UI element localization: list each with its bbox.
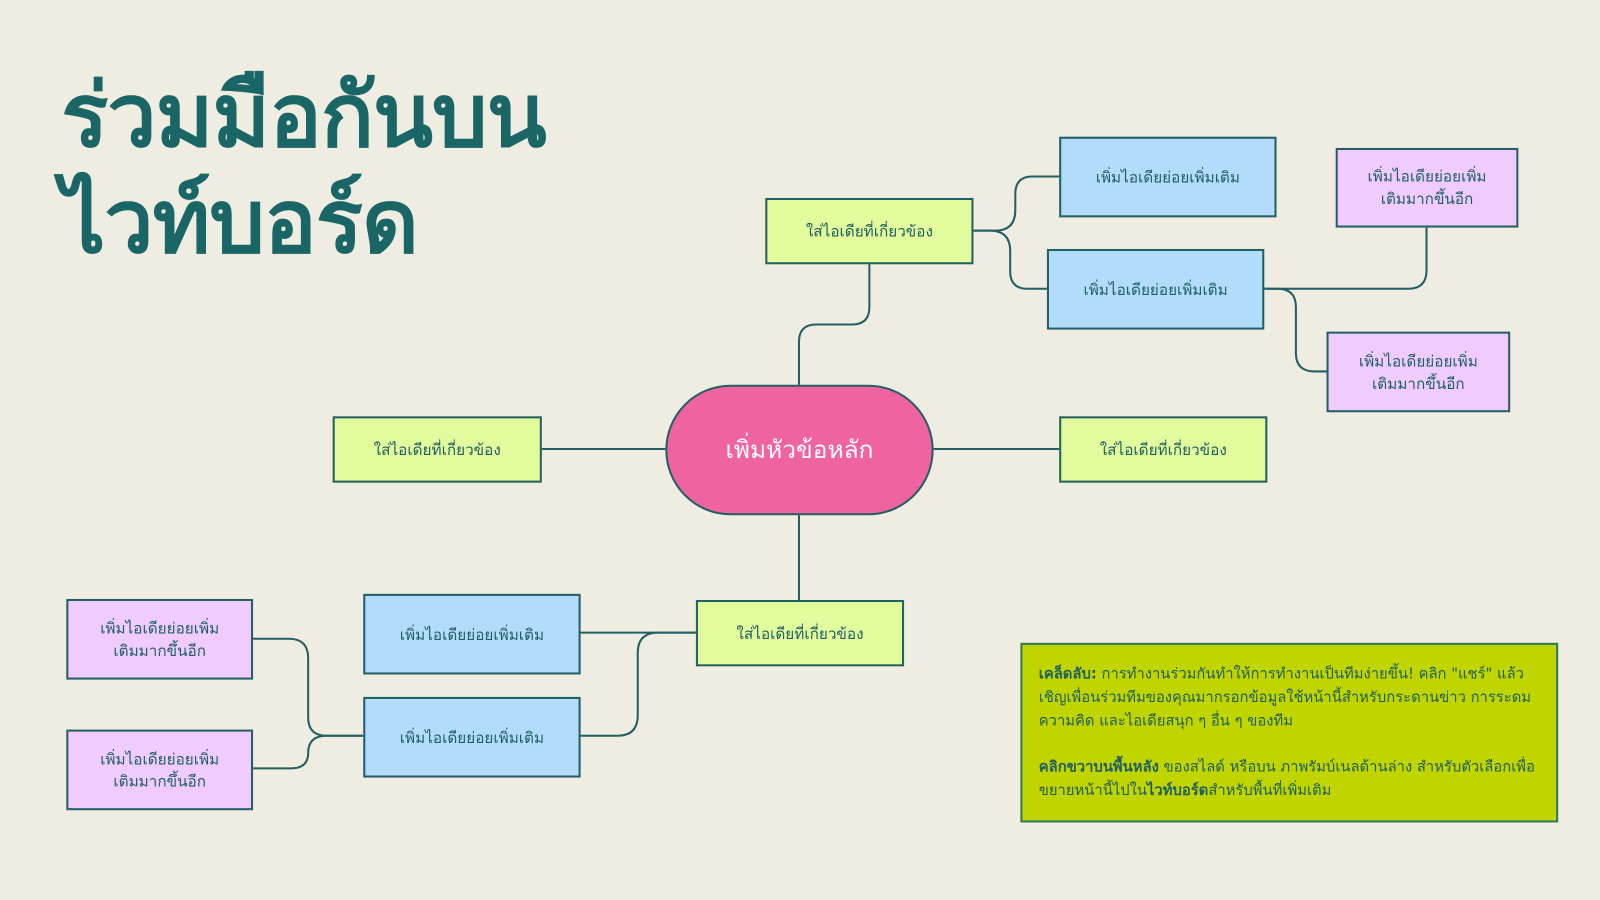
title-line-1: ร่วมมือกันบน (61, 65, 546, 168)
tip-text: ของสไลด์ หรือบน ภาพรัมบ์เนลด้านล่าง สำหร… (1038, 759, 1535, 799)
tip-bold: คลิกขวาบนพื้นหลัง (1038, 759, 1159, 776)
connector (1263, 226, 1428, 290)
tip-paragraph-1: เคล็ดลับ: การทำงานร่วมกันทำให้การทำงานเป… (1039, 663, 1540, 733)
connector (797, 263, 871, 385)
title-line-2: ไวท์บอร์ด (61, 171, 419, 274)
subidea-node[interactable]: เพิ่มไอเดียย่อยเพิ่มเติม (1046, 248, 1265, 330)
subidea-node[interactable]: เพิ่มไอเดียย่อยเพิ่มเติม (1059, 136, 1277, 218)
topic-node-left[interactable]: ใส่ไอเดียที่เกี่ยวข้อง (332, 416, 542, 483)
subsubidea-node[interactable]: เพิ่มไอเดียย่อยเพิ่ม เติมมากขึ้นอีก (1326, 331, 1511, 413)
connector (1263, 287, 1327, 373)
connector (972, 175, 1060, 232)
subidea-node[interactable]: เพิ่มไอเดียย่อยเพิ่มเติม (363, 593, 581, 675)
subsubidea-node[interactable]: เพิ่มไอเดียย่อยเพิ่ม เติมมากขึ้นอีก (66, 598, 254, 680)
tip-bold: ไวท์บอร์ด (1146, 782, 1209, 799)
tip-box: เคล็ดลับ: การทำงานร่วมกันทำให้การทำงานเป… (1020, 642, 1559, 823)
tip-label: เคล็ดลับ: (1038, 666, 1097, 683)
main-topic-node[interactable]: เพิ่มหัวข้อหลัก (665, 384, 934, 516)
connector (252, 637, 364, 737)
tip-text: สำหรับพื้นที่เพิ่มเติม (1208, 782, 1332, 799)
tip-text: การทำงานร่วมกันทำให้การทำงานเป็นทีมง่ายข… (1038, 666, 1532, 730)
topic-node-right[interactable]: ใส่ไอเดียที่เกี่ยวข้อง (1059, 416, 1268, 483)
tip-paragraph-2: คลิกขวาบนพื้นหลัง ของสไลด์ หรือบน ภาพรัม… (1039, 756, 1540, 803)
topic-node-top[interactable]: ใส่ไอเดียที่เกี่ยวข้อง (765, 197, 974, 265)
slide-title: ร่วมมือกันบนไวท์บอร์ด (61, 63, 546, 275)
subidea-node[interactable]: เพิ่มไอเดียย่อยเพิ่มเติม (363, 696, 581, 778)
connector (252, 734, 364, 770)
subsubidea-node[interactable]: เพิ่มไอเดียย่อยเพิ่ม เติมมากขึ้นอีก (1335, 147, 1519, 228)
subsubidea-node[interactable]: เพิ่มไอเดียย่อยเพิ่ม เติมมากขึ้นอีก (66, 729, 254, 811)
connector (579, 631, 696, 737)
connector (972, 229, 1047, 290)
topic-node-bottom[interactable]: ใส่ไอเดียที่เกี่ยวข้อง (695, 599, 905, 667)
